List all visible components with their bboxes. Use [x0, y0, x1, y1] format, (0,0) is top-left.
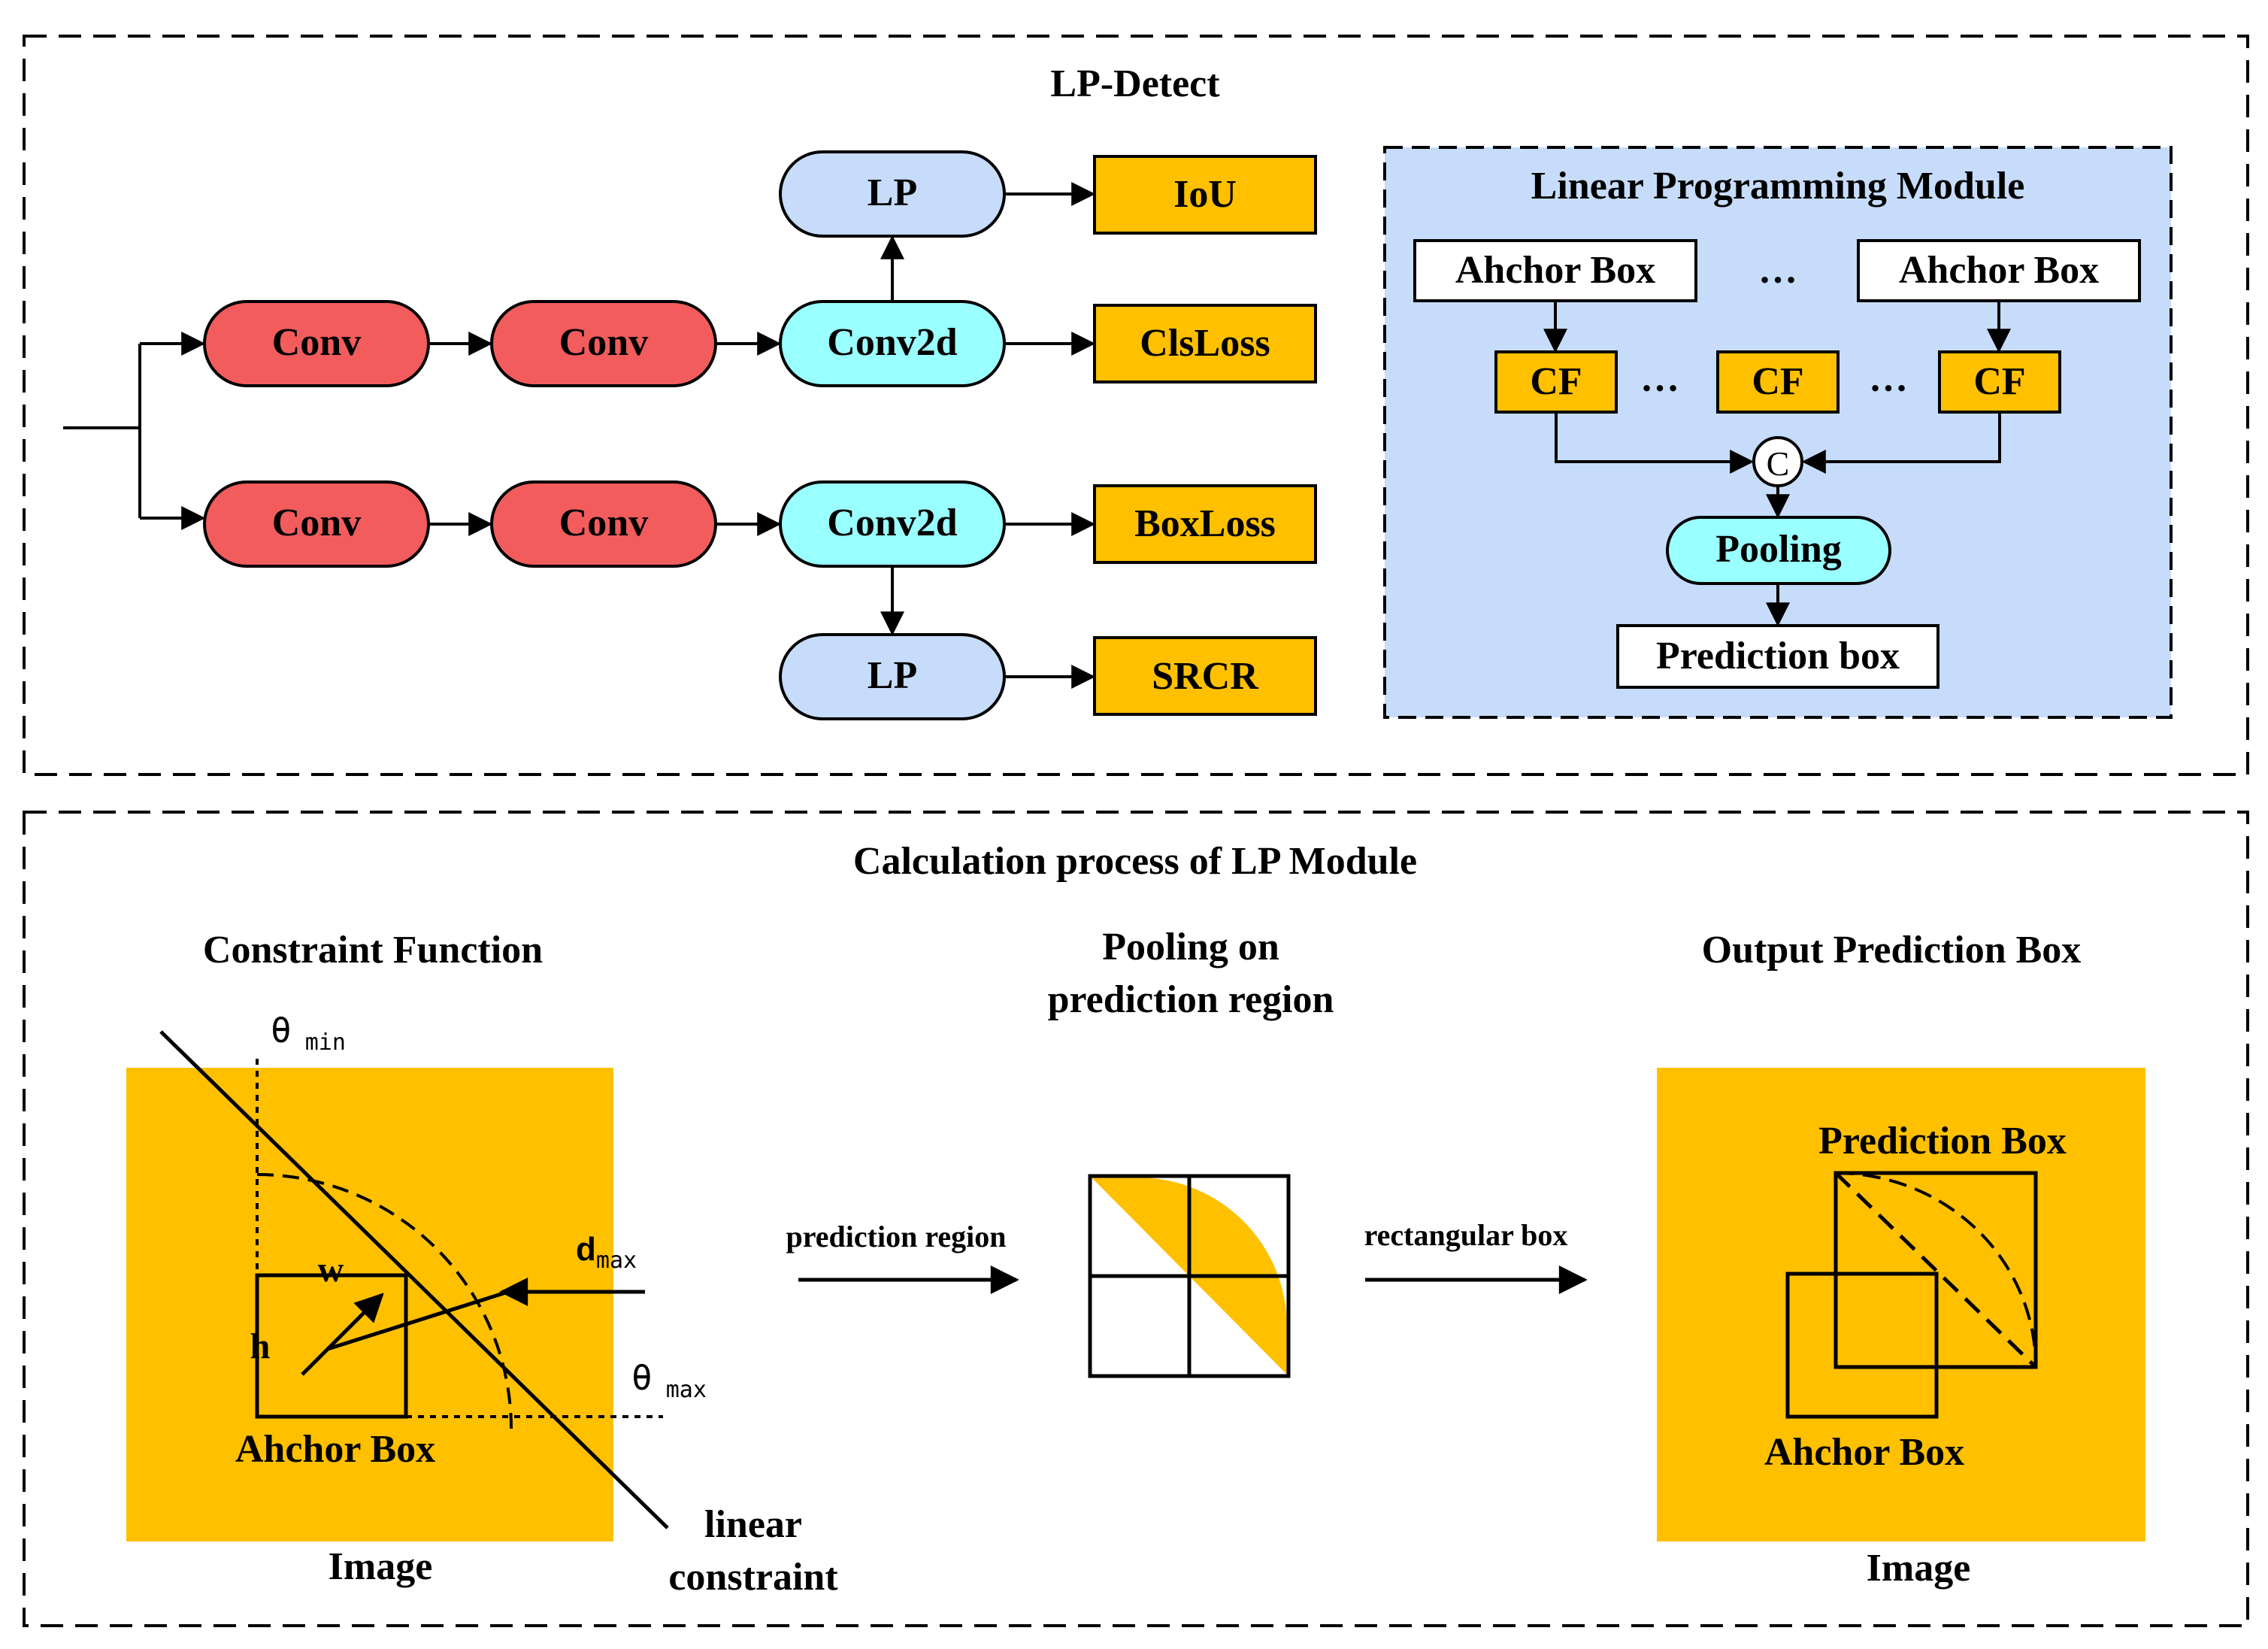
boxloss-label: BoxLoss	[1134, 502, 1276, 545]
output-anchor-label: Ahchor Box	[1764, 1431, 1964, 1474]
srcr-label: SRCR	[1152, 655, 1259, 698]
pooling-title-line-2: prediction region	[1048, 978, 1334, 1021]
lp-calculation-panel	[23, 811, 2249, 1627]
linear-label: linear	[704, 1503, 802, 1546]
cf-box-2	[1716, 350, 1840, 414]
pooling-title-line-1: Pooling on	[1102, 926, 1279, 968]
output-prediction-label: Prediction Box	[1818, 1120, 2067, 1162]
rectangular-box-label: rectangular box	[1364, 1218, 1568, 1252]
cf-box-1	[1494, 350, 1618, 414]
constraint-anchor-label: Ahchor Box	[235, 1428, 435, 1471]
lp-label-1: LP	[868, 171, 917, 214]
conv2d-label-2: Conv2d	[827, 502, 957, 544]
lp-label-2: LP	[868, 654, 917, 697]
conv-label-2b: Conv	[559, 502, 648, 544]
branch-1: Conv Conv Conv2d LP IoU ClsLoss	[203, 150, 1317, 387]
cf-label-2: CF	[1752, 360, 1803, 403]
width-offset-line	[327, 1290, 509, 1351]
theta-min-symbol: θ	[271, 1010, 292, 1050]
theta-min-subscript: min	[305, 1029, 346, 1056]
iou-box	[1093, 155, 1317, 235]
anchor-box-shape	[255, 1273, 408, 1419]
lp-module-title: Linear Programming Module	[1531, 165, 2025, 208]
constraint-label: constraint	[668, 1556, 838, 1599]
ellipsis-mid-left: …	[1640, 357, 1679, 400]
linear-constraint-line	[159, 1030, 669, 1529]
prediction-box-label: Prediction box	[1656, 635, 1900, 677]
lp-detect-panel	[23, 35, 2249, 776]
theta-max-symbol: θ	[631, 1357, 653, 1398]
theta-max-subscript: max	[666, 1377, 707, 1403]
input-branch-lines	[63, 332, 206, 530]
prediction-box-node	[1616, 624, 1939, 689]
constraint-image-label: Image	[329, 1545, 433, 1588]
pooling-region: Pooling on prediction region	[1048, 926, 1334, 1378]
conv-label-1a: Conv	[272, 321, 361, 364]
output-anchor-box	[1785, 1272, 1939, 1419]
calculation-title: Calculation process of LP Module	[853, 840, 1417, 883]
ellipsis-mid-right: …	[1869, 357, 1908, 400]
conv-label-1b: Conv	[559, 321, 648, 364]
srcr-box	[1093, 636, 1317, 716]
diagonal-arrow	[301, 1293, 384, 1376]
anchor-box-left-label: Ahchor Box	[1455, 249, 1655, 292]
h-label: h	[250, 1326, 271, 1366]
conv-label-2a: Conv	[272, 502, 361, 544]
clsloss-box	[1093, 304, 1317, 383]
ellipsis-top: …	[1758, 249, 1797, 292]
cf-label-3: CF	[1973, 360, 2025, 403]
output-image-label: Image	[1867, 1547, 1971, 1590]
anchor-box-right-label: Ahchor Box	[1899, 249, 2099, 292]
cf-label-1: CF	[1530, 360, 1582, 403]
anchor-box-right	[1857, 239, 2141, 302]
output-diagonal	[1834, 1172, 2037, 1369]
dmax-label: dmax	[576, 1231, 637, 1274]
clsloss-label: ClsLoss	[1140, 322, 1270, 365]
constraint-title: Constraint Function	[203, 929, 543, 972]
boxloss-box	[1093, 484, 1317, 564]
output-image	[1657, 1068, 2145, 1541]
output-prediction: Output Prediction Box Prediction Box Ahc…	[1657, 929, 2145, 1590]
dmax-subscript: max	[596, 1247, 637, 1274]
concat-label: C	[1767, 444, 1790, 483]
dmax-symbol: d	[576, 1231, 596, 1268]
pooling-label: Pooling	[1715, 528, 1842, 571]
output-title: Output Prediction Box	[1702, 929, 2082, 972]
branch-2: Conv Conv Conv2d LP BoxLoss SRCR	[203, 480, 1317, 720]
lp-detect-title: LP-Detect	[1050, 62, 1220, 105]
prediction-region-label: prediction region	[786, 1220, 1007, 1253]
w-label: w	[318, 1250, 344, 1290]
iou-label: IoU	[1173, 173, 1237, 216]
conv2d-label-1: Conv2d	[827, 321, 957, 364]
lp-module: Linear Programming Module Ahchor Box … A…	[1383, 146, 2173, 719]
